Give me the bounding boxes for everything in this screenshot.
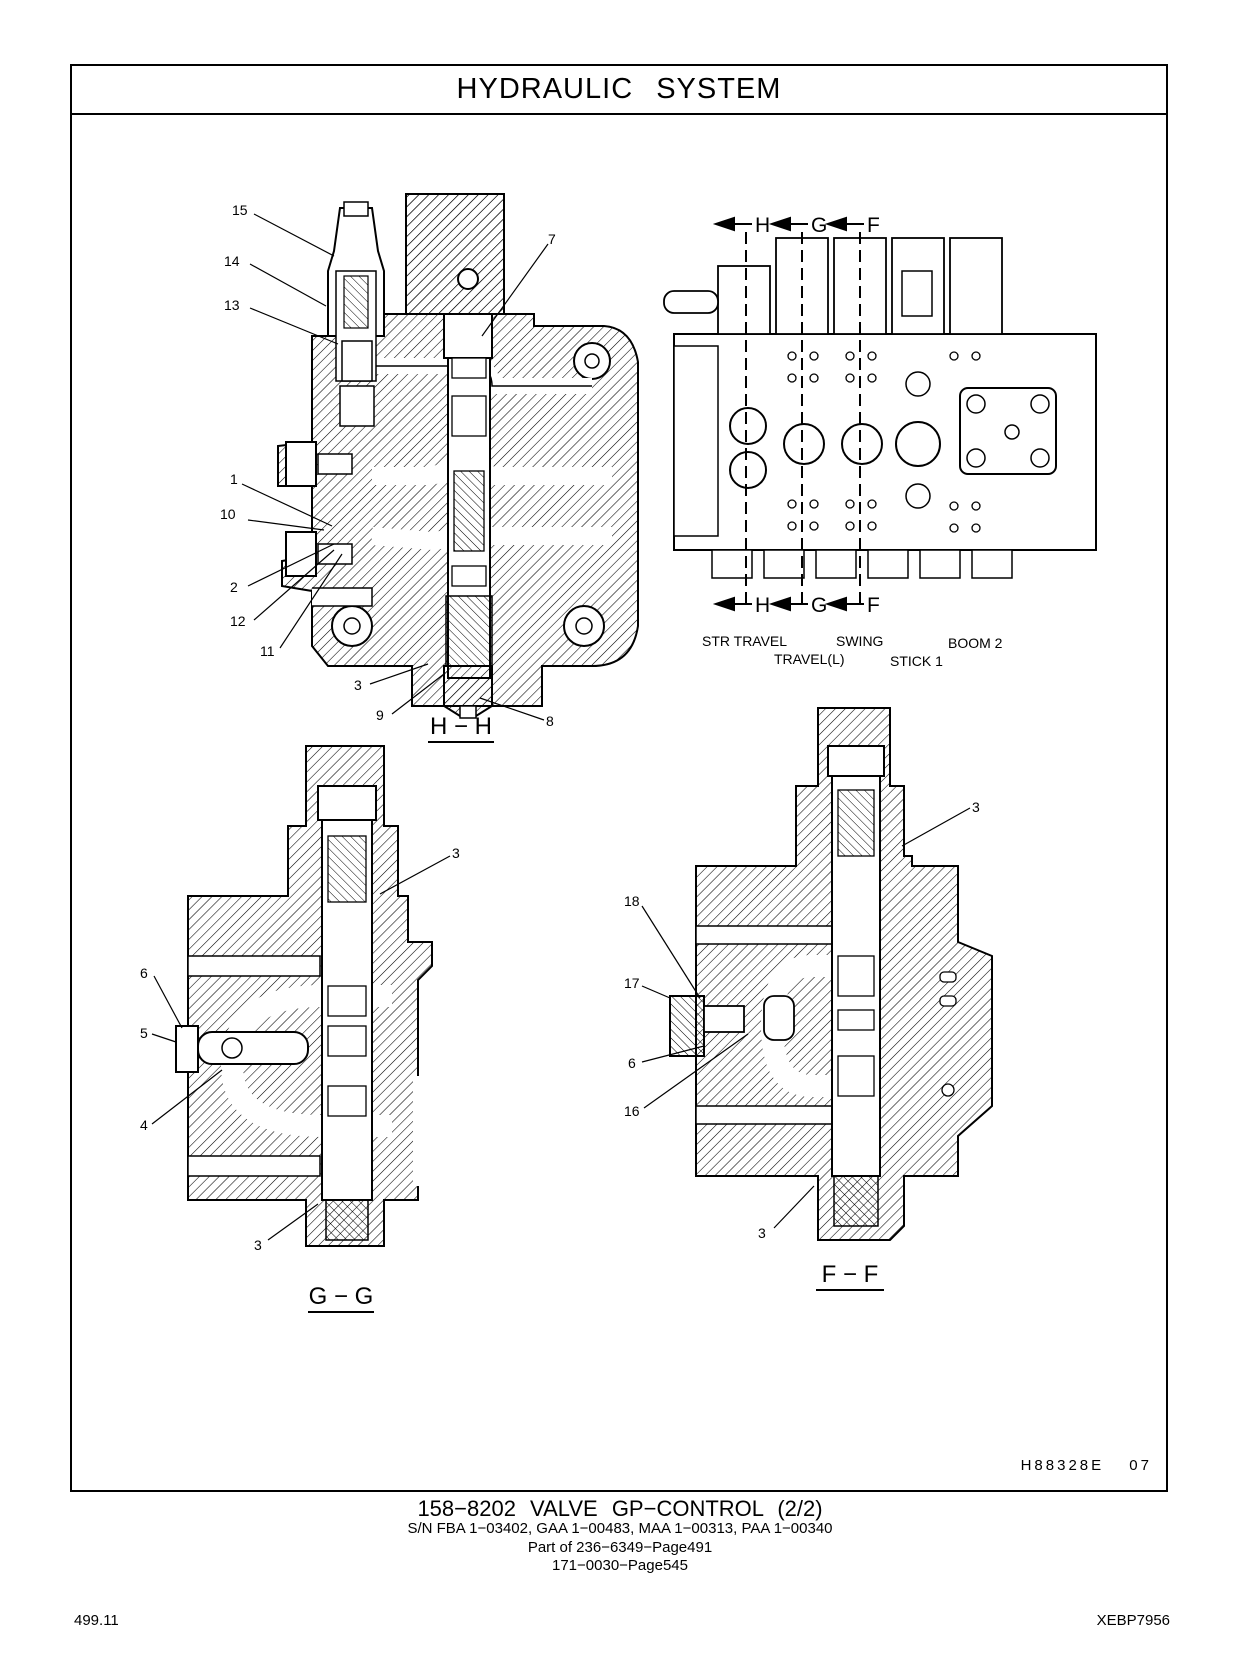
section-hh-label: H − H (430, 713, 492, 740)
callout-gg-3-bottom: 3 (254, 1237, 262, 1253)
page-number: 499.11 (74, 1612, 119, 1629)
label-boom2: BOOM 2 (948, 635, 1003, 651)
section-ff-drawing (669, 707, 993, 1241)
callout-15: 15 (232, 202, 248, 218)
callout-9: 9 (376, 707, 384, 723)
callout-2: 2 (230, 579, 238, 595)
cut-marker-f-top: F (867, 214, 880, 237)
valve-section-labels: STR TRAVEL TRAVEL(L) SWING STICK 1 BOOM … (702, 633, 1003, 669)
callouts-hh: 15 14 13 7 1 10 2 12 11 3 9 8 (220, 202, 556, 729)
callout-ff-17: 17 (624, 975, 640, 991)
drawing-frame: HYDRAULIC SYSTEM (70, 64, 1168, 1492)
cut-marker-h-bottom: H (755, 594, 770, 617)
callouts-ff: 3 18 17 6 16 3 (624, 799, 980, 1241)
callouts-gg: 3 6 5 4 3 (140, 845, 460, 1253)
cut-marker-g-top: G (811, 214, 827, 237)
section-ff-label: F − F (822, 1261, 879, 1288)
section-gg-drawing (175, 745, 433, 1247)
caption-part-ref-1: Part of 236−6349−Page491 (527, 1539, 713, 1556)
caption-serials: S/N FBA 1−03402, GAA 1−00483, MAA 1−0031… (407, 1520, 833, 1537)
cut-marker-f-bottom: F (867, 594, 880, 617)
callout-ff-18: 18 (624, 893, 640, 909)
callout-gg-5: 5 (140, 1025, 148, 1041)
callout-gg-3-top: 3 (452, 845, 460, 861)
callout-11: 11 (260, 643, 275, 659)
callout-13: 13 (224, 297, 240, 313)
cut-marker-g-bottom: G (811, 594, 827, 617)
callout-gg-6: 6 (140, 965, 148, 981)
section-gg-label: G − G (309, 1283, 374, 1310)
callout-ff-3-top: 3 (972, 799, 980, 815)
section-hh-drawing (277, 193, 639, 719)
callout-ff-3-bottom: 3 (758, 1225, 766, 1241)
callout-7: 7 (548, 231, 556, 247)
callout-14: 14 (224, 253, 240, 269)
page-title: HYDRAULIC SYSTEM (72, 66, 1166, 115)
callout-ff-6: 6 (628, 1055, 636, 1071)
callout-8: 8 (546, 713, 554, 729)
label-stick1: STICK 1 (890, 653, 943, 669)
callout-ff-16: 16 (624, 1103, 640, 1119)
label-swing: SWING (836, 633, 883, 649)
label-travel-l: TRAVEL(L) (774, 651, 845, 667)
label-str-travel: STR TRAVEL (702, 633, 787, 649)
document-number: XEBP7956 (1096, 1612, 1170, 1629)
caption-title: 158−8202 VALVE GP−CONTROL (2/2) (417, 1496, 823, 1521)
figure-code: H88328E 07 (1020, 1457, 1152, 1474)
cut-marker-h-top: H (755, 214, 770, 237)
callout-12: 12 (230, 613, 246, 629)
callout-1: 1 (230, 471, 238, 487)
callout-10: 10 (220, 506, 236, 522)
cut-markers: H G F H G F (755, 214, 880, 617)
hydraulic-valve-drawing: H − H 15 14 13 7 1 10 2 12 11 3 9 (140, 193, 1097, 1313)
caption-part-ref-2: 171−0030−Page545 (552, 1557, 688, 1574)
callout-gg-4: 4 (140, 1117, 148, 1133)
valve-body-exterior (663, 216, 1097, 612)
callout-3: 3 (354, 677, 362, 693)
